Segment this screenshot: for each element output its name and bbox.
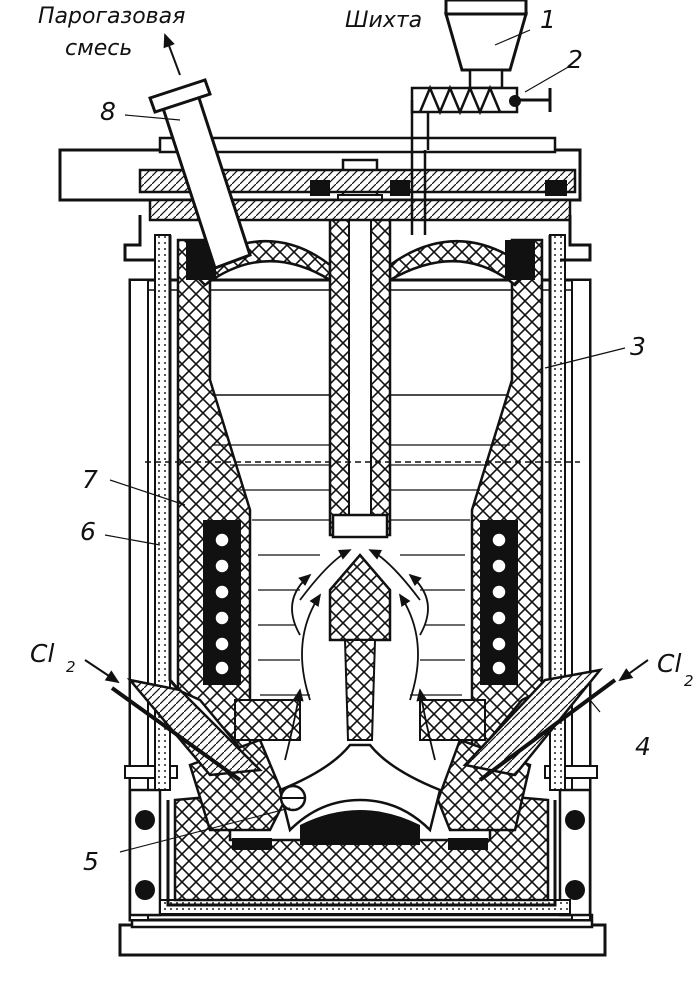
valve: [279, 784, 307, 812]
chlorine-subscript-right: 2: [684, 672, 694, 690]
gas-channel: [278, 743, 442, 833]
bottom-outlet: [232, 810, 488, 850]
gas-mixture-caption-line1: Парогазовая: [38, 4, 185, 29]
gas-mixture-caption-line2: смесь: [65, 36, 132, 61]
chlorine-subscript-left: 2: [66, 658, 76, 676]
label-8: 8: [100, 97, 116, 126]
charge-hopper: [444, 0, 528, 90]
insulation-layer: [154, 234, 571, 915]
label-5: 5: [83, 847, 99, 876]
label-6: 6: [80, 517, 96, 546]
chlorine-label-right: Cl 2: [657, 649, 694, 690]
label-1: 1: [540, 5, 556, 34]
gas-outlet-pipe: [148, 33, 252, 270]
leader-lines: [104, 29, 626, 853]
chlorine-symbol-right: Cl: [657, 649, 681, 678]
refractory-lining: [173, 238, 550, 902]
label-4: 4: [635, 732, 651, 761]
screw-feeder: [410, 84, 552, 235]
chlorine-tuyere-left: [110, 678, 263, 782]
circulation-arrows: [284, 549, 436, 761]
label-7: 7: [82, 465, 98, 494]
heating-coils-right: [480, 520, 518, 685]
heating-coils-left: [203, 520, 241, 685]
label-2: 2: [567, 45, 583, 74]
chlorine-arrows: [84, 659, 649, 684]
chlorine-symbol-left: Cl: [30, 639, 54, 668]
chlorine-label-left: Cl 2: [30, 639, 76, 676]
furnace-cover: [58, 136, 592, 262]
charge-caption: Шихта: [345, 8, 422, 33]
outer-casing: [124, 278, 598, 922]
chlorine-tuyere-right: [462, 668, 617, 782]
label-3: 3: [630, 332, 646, 361]
